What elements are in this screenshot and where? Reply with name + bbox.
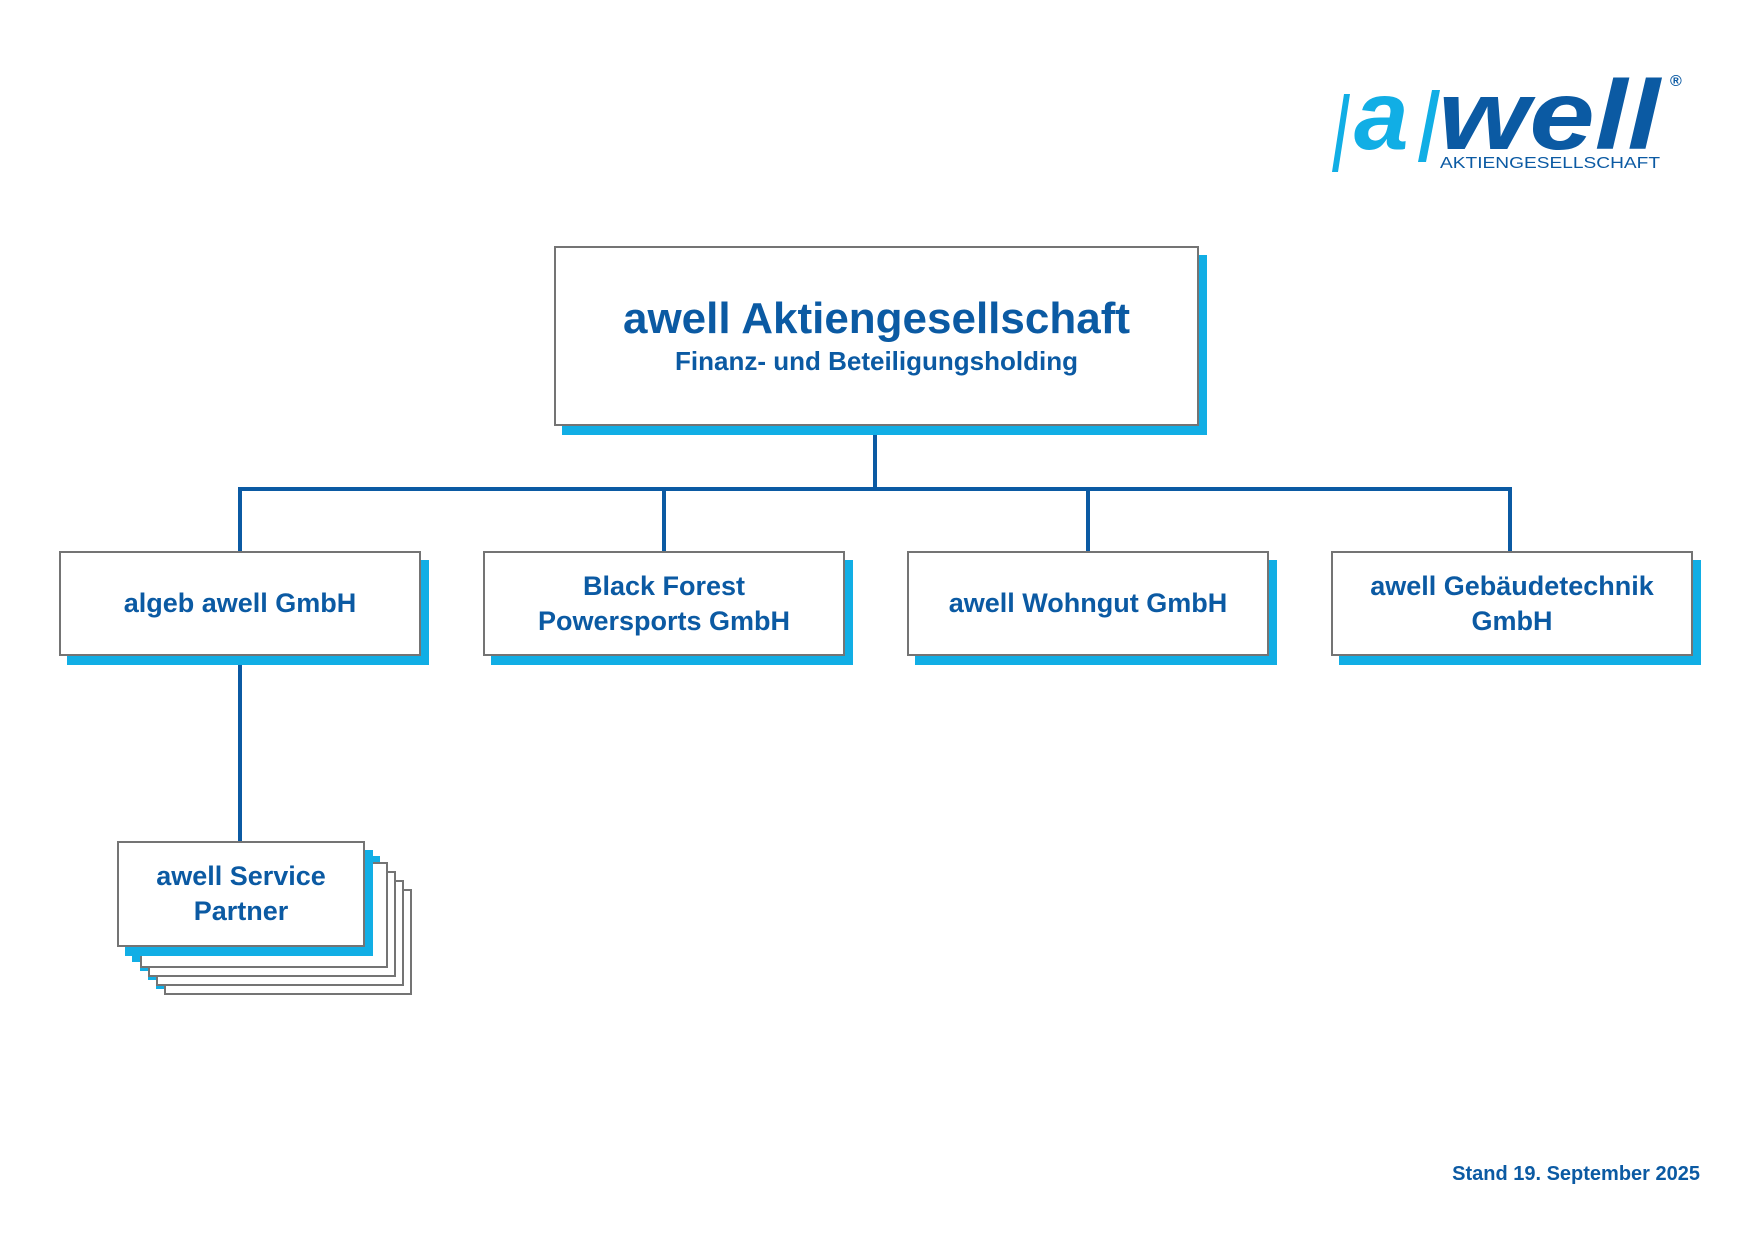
logo-mark-well: well	[1438, 60, 1662, 170]
service-partner-label: Partner	[193, 896, 289, 926]
logo-mark-a: a	[1354, 60, 1409, 170]
subsidiary-label: awell Wohngut GmbH	[948, 588, 1228, 618]
service-partner-box: awell Service Partner	[117, 841, 365, 947]
subsidiary-box-black-forest: Black Forest Powersports GmbH	[483, 551, 845, 656]
subsidiary-box-gebaeudetechnik: awell Gebäudetechnik GmbH	[1331, 551, 1693, 656]
subsidiary-label: algeb awell GmbH	[123, 588, 357, 618]
root-title: awell Aktiengesellschaft	[622, 294, 1130, 343]
logo-tagline: AKTIENGESELLSCHAFT	[1440, 155, 1660, 172]
root-subtitle: Finanz- und Beteiligungsholding	[675, 346, 1078, 376]
subsidiary-label: awell Gebäudetechnik	[1370, 570, 1654, 601]
subsidiary-label: Black Forest	[582, 570, 746, 601]
service-partner-label: awell Service	[156, 861, 326, 891]
logo-left-slash	[1332, 94, 1350, 172]
logo-right-slash	[1418, 90, 1440, 162]
subsidiary-label: GmbH	[1471, 605, 1553, 636]
root-holding-box: awell Aktiengesellschaft Finanz- und Bet…	[554, 246, 1199, 426]
subsidiary-label: Powersports GmbH	[537, 605, 791, 636]
logo-registered-mark: ®	[1670, 73, 1682, 90]
awell-logo: a well ® AKTIENGESELLSCHAFT	[1330, 60, 1692, 182]
stand-date: Stand 19. September 2025	[1452, 1163, 1700, 1185]
subsidiary-box-algeb: algeb awell GmbH	[59, 551, 421, 656]
subsidiary-box-wohngut: awell Wohngut GmbH	[907, 551, 1269, 656]
